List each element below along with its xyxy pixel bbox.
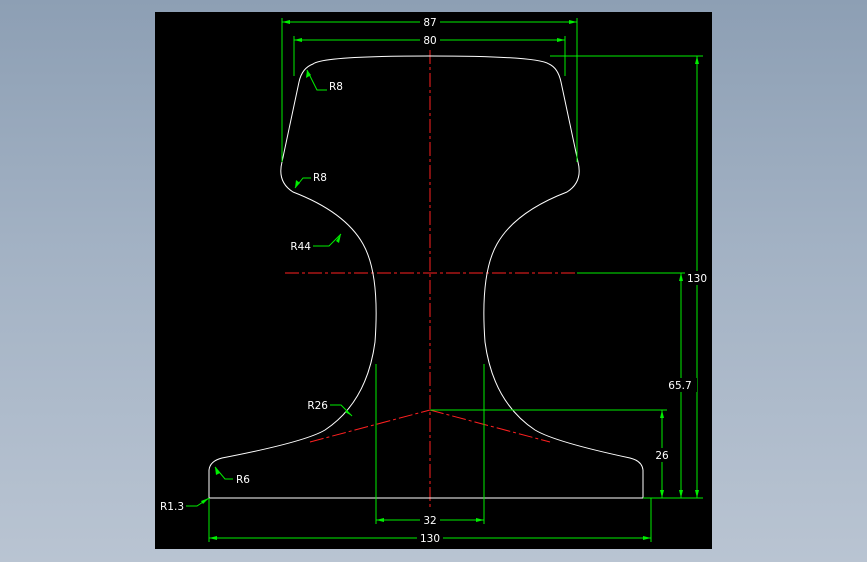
radius-label-head-bottom: R8 bbox=[313, 172, 327, 184]
arrow-87-left bbox=[282, 20, 290, 24]
radius-label-base-corner: R1.3 bbox=[160, 501, 184, 513]
leader-head-top bbox=[306, 69, 327, 91]
arrow-web-lower bbox=[345, 410, 352, 416]
dimension-lines bbox=[186, 18, 703, 542]
arrow-height-bottom bbox=[695, 490, 699, 498]
radius-label-web-upper: R44 bbox=[290, 241, 311, 253]
left-base-construction-line bbox=[309, 409, 431, 443]
arrow-87-right bbox=[569, 20, 577, 24]
arrow-32-right bbox=[476, 518, 484, 522]
arrow-base-bottom bbox=[660, 490, 664, 498]
radius-label-base-edge: R6 bbox=[236, 474, 250, 486]
leader-web-upper bbox=[313, 233, 342, 247]
radius-label-head-top: R8 bbox=[329, 81, 343, 93]
centerlines bbox=[285, 50, 577, 510]
arrow-web-upper bbox=[336, 234, 341, 243]
leader-base-corner bbox=[186, 497, 210, 507]
leader-web-lower bbox=[330, 404, 353, 417]
dim-text-base-width: 130 bbox=[420, 533, 440, 545]
dim-text-base-thickness: 26 bbox=[655, 450, 669, 462]
arrow-head-bottom bbox=[295, 180, 300, 188]
arrow-neutral-bottom bbox=[679, 490, 683, 498]
rail-profile-outline bbox=[208, 55, 644, 499]
arrow-130-right bbox=[643, 536, 651, 540]
dim-text-web-width: 32 bbox=[423, 515, 436, 527]
arrow-base-top bbox=[660, 410, 664, 418]
rail-profile-drawing: 87 80 130 65.7 26 32 130 R8 R8 R6 R44 R2… bbox=[160, 15, 709, 545]
arrowheads bbox=[201, 20, 699, 540]
arrow-head-top bbox=[306, 70, 311, 78]
cad-viewport: 87 80 130 65.7 26 32 130 R8 R8 R6 R44 R2… bbox=[155, 12, 712, 549]
arrow-neutral-top bbox=[679, 273, 683, 281]
dim-text-80: 80 bbox=[423, 35, 436, 47]
arrow-80-right bbox=[557, 38, 565, 42]
dim-text-87: 87 bbox=[423, 17, 436, 29]
arrow-32-left bbox=[376, 518, 384, 522]
arrow-base-corner bbox=[201, 498, 209, 504]
dim-text-neutral-axis: 65.7 bbox=[668, 380, 691, 392]
arrow-130-left bbox=[209, 536, 217, 540]
arrow-height-top bbox=[695, 56, 699, 64]
right-base-construction-line bbox=[429, 409, 551, 443]
arrow-80-left bbox=[294, 38, 302, 42]
arrow-base-edge bbox=[215, 467, 220, 475]
dim-text-total-height: 130 bbox=[687, 273, 707, 285]
radius-label-web-lower: R26 bbox=[307, 400, 328, 412]
